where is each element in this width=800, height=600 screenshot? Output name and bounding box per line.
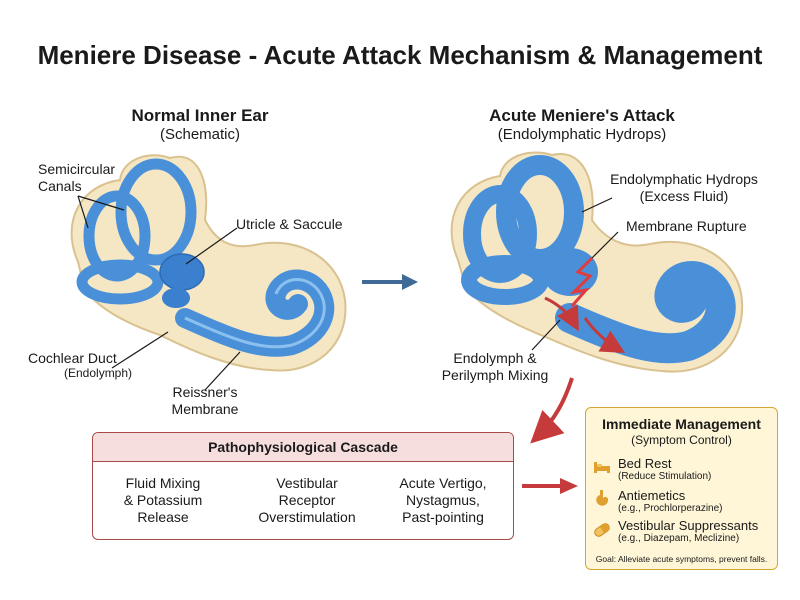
pathophysiological-cascade: Pathophysiological Cascade Fluid Mixing … — [92, 432, 514, 540]
label-reissner: Reissner's Membrane — [171, 384, 239, 417]
label-utricle-saccule: Utricle & Saccule — [236, 216, 343, 232]
management-title: Immediate Management — [602, 416, 761, 432]
attack-title: Acute Meniere's Attack — [489, 106, 675, 125]
label-hydrops: Endolymphatic Hydrops (Excess Fluid) — [610, 171, 758, 204]
cascade-to-management-arrow — [560, 478, 578, 494]
pill-icon — [592, 520, 612, 540]
immediate-management-panel: Immediate Management (Symptom Control) B… — [585, 407, 778, 570]
attack-inner-ear-illustration — [450, 151, 744, 373]
management-item-note: (e.g., Prochlorperazine) — [618, 503, 723, 514]
label-endolymph: (Endolymph) — [64, 366, 133, 380]
management-item-note: (e.g., Diazepam, Meclizine) — [618, 533, 740, 544]
stomach-icon — [592, 488, 612, 508]
management-item-note: (Reduce Stimulation) — [618, 471, 712, 482]
label-fluid-mixing: Endolymph & Perilymph Mixing — [441, 350, 549, 383]
cascade-title: Pathophysiological Cascade — [93, 433, 513, 462]
cascade-step-fluid-mixing: Fluid Mixing & Potassium Release — [123, 475, 203, 525]
management-goal: Goal: Alleviate acute symptoms, prevent … — [595, 554, 768, 564]
label-semicircular: Semicircular Canals — [38, 161, 116, 194]
attack-subtitle: (Endolymphatic Hydrops) — [497, 126, 667, 143]
management-item-label: Vestibular Suppressants — [618, 518, 759, 533]
bed-icon — [592, 456, 612, 476]
cascade-step-vestibular: Vestibular Receptor Overstimulation — [258, 475, 356, 525]
attack-to-cascade-arrow — [530, 377, 574, 444]
normal-ear-title: Normal Inner Ear — [131, 106, 269, 125]
management-item-label: Bed Rest — [618, 456, 672, 471]
management-item-label: Antiemetics — [618, 488, 686, 503]
cascade-step-vertigo: Acute Vertigo, Nystagmus, Past-pointing — [399, 475, 487, 525]
normal-inner-ear-illustration — [70, 154, 347, 391]
management-subtitle: (Symptom Control) — [631, 433, 732, 447]
normal-ear-subtitle: (Schematic) — [159, 126, 241, 143]
label-membrane-rupture: Membrane Rupture — [626, 218, 747, 234]
label-cochlear-duct: Cochlear Duct — [28, 350, 117, 366]
page-title: Meniere Disease - Acute Attack Mechanism… — [37, 40, 763, 70]
